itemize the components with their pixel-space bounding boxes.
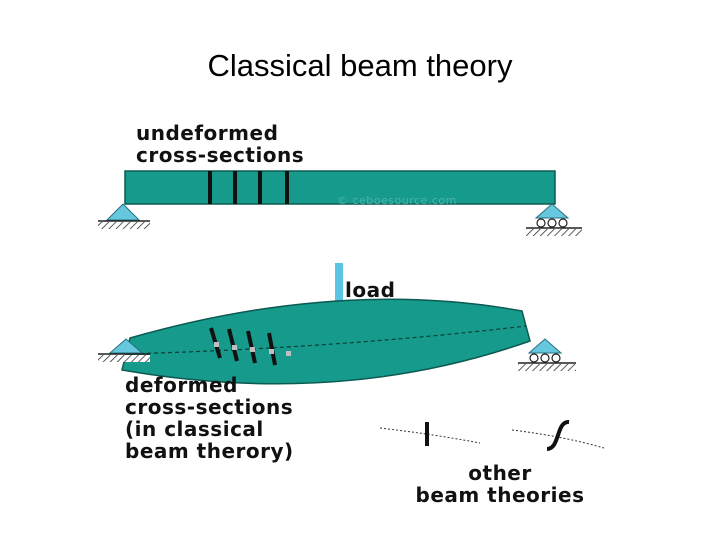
- beam-diagram-svg: [98, 170, 605, 451]
- right-roller-support-top: [526, 203, 582, 236]
- other-theories-line-1: other: [468, 461, 532, 485]
- other-theory-curved-section: [511, 420, 605, 451]
- other-theories-line-2: beam theories: [415, 483, 585, 507]
- neutral-axis-dashed: [125, 325, 527, 355]
- undeformed-label-line-2: cross-sections: [136, 143, 305, 167]
- deformed-label-line-3: (in classical: [125, 417, 264, 441]
- beam-diagram: © ceboesource.com undeformed cross-secti…: [92, 118, 612, 513]
- section-markers: [214, 342, 291, 356]
- watermark: © ceboesource.com: [337, 194, 457, 207]
- undeformed-label-line-1: undeformed: [136, 121, 279, 145]
- deformed-label-line-1: deformed: [125, 373, 238, 397]
- undeformed-label: undeformed cross-sections: [136, 122, 304, 166]
- left-pin-support-top: [98, 203, 150, 229]
- slide-title: Classical beam theory: [207, 48, 513, 83]
- load-label: load: [345, 278, 396, 302]
- deformed-label-line-4: beam therory): [125, 439, 294, 463]
- undeformed-section-lines: [208, 171, 289, 204]
- other-theory-straight-section: [379, 422, 481, 446]
- left-pin-support-bottom: [98, 338, 150, 362]
- right-roller-support-bottom: [518, 338, 576, 371]
- deformed-label: deformed cross-sections (in classical be…: [125, 374, 294, 462]
- other-theories-label: other beam theories: [390, 462, 610, 506]
- deformed-label-line-2: cross-sections: [125, 395, 294, 419]
- undeformed-beam: [124, 170, 556, 205]
- deformed-beam: [121, 298, 531, 385]
